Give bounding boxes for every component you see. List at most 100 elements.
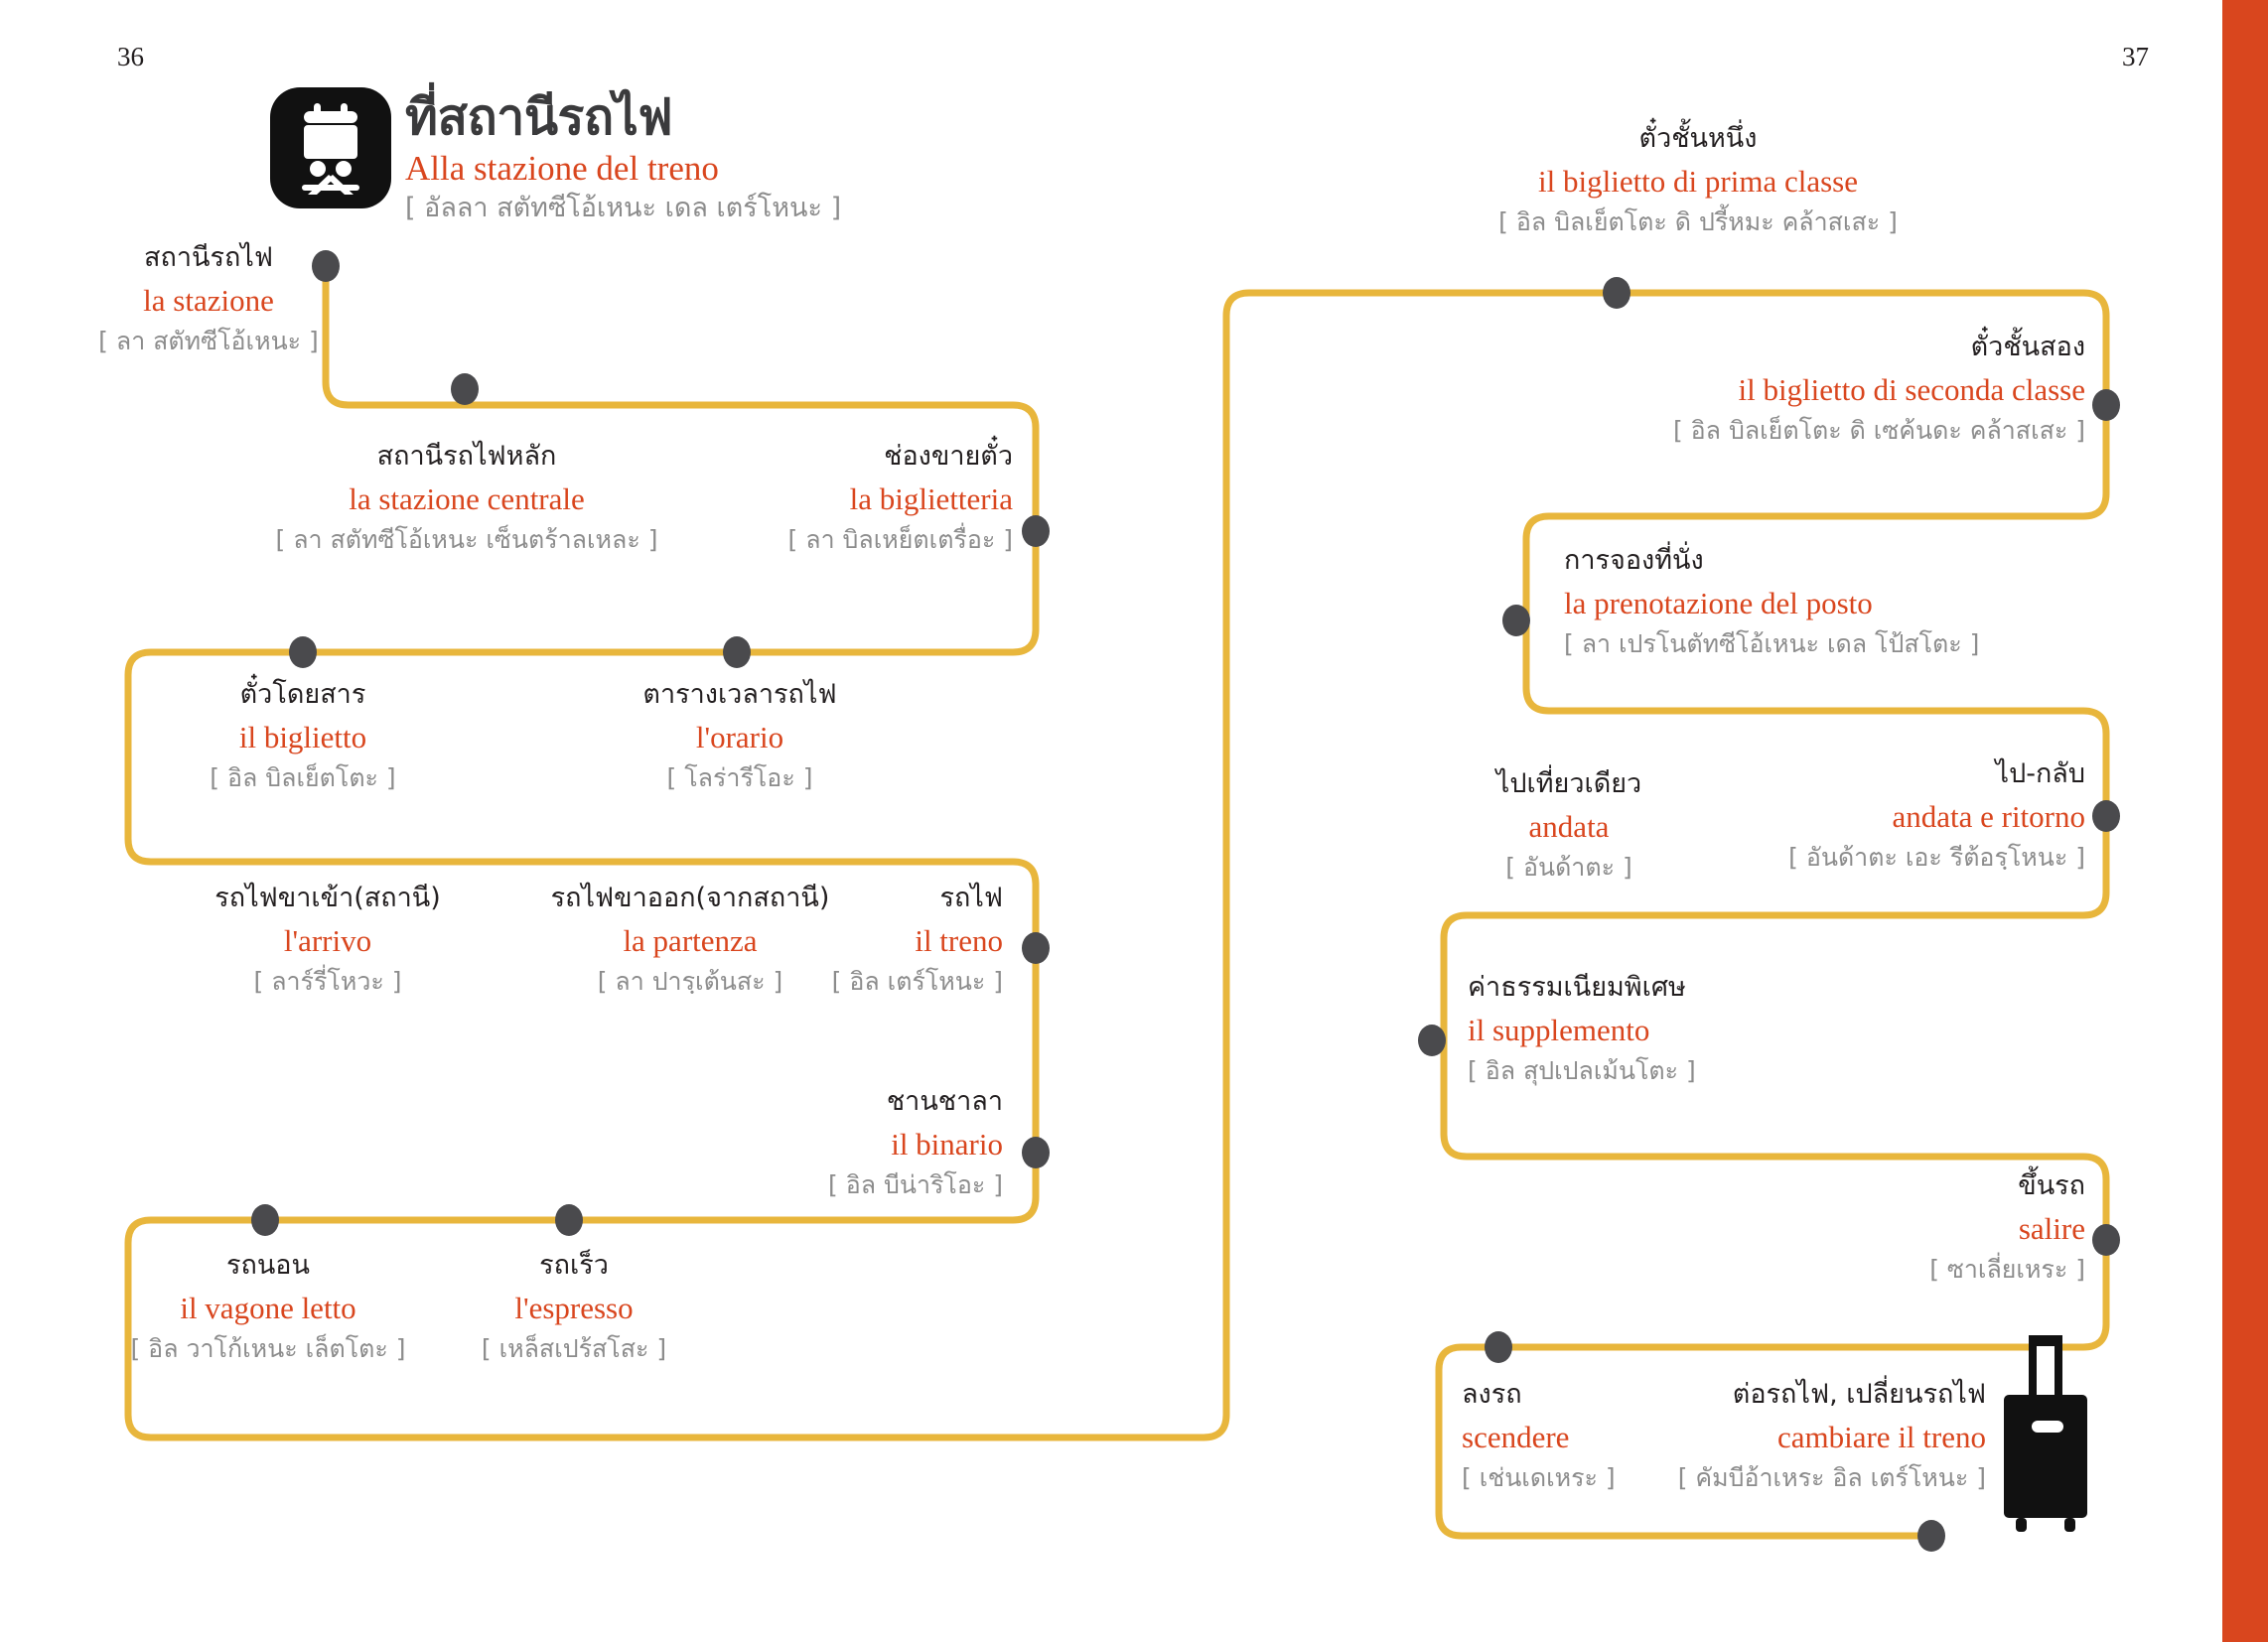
stop-dot bbox=[289, 636, 317, 668]
entry-thai: ไปเที่ยวเดียว bbox=[1495, 768, 1642, 799]
entry-transliteration: [ อิล บิลเย็ตโตะ ดิ เซค้นดะ คล้าสเสะ ] bbox=[1672, 416, 2085, 446]
entry-transliteration: [ อิล บิลเย็ตโตะ ดิ ปรี้หมะ คล้าสเสะ ] bbox=[1498, 207, 1898, 237]
stop-dot bbox=[1485, 1331, 1512, 1363]
entry-seconda-classe: ตั๋วชั้นสอง il biglietto di seconda clas… bbox=[1470, 328, 2085, 450]
entry-thai: ตั๋วชั้นหนึ่ง bbox=[1638, 123, 1758, 154]
stop-dot bbox=[1418, 1025, 1446, 1056]
entry-italian: salire bbox=[2018, 1210, 2085, 1246]
entry-salire: ขึ้นรถ salire [ ซาเลี่ยเหระ ] bbox=[1787, 1166, 2085, 1289]
stop-dot bbox=[1022, 932, 1050, 964]
page-title-transliteration: [ อัลลา สตัทซีโอ้เหนะ เดล เตร์โหนะ ] bbox=[405, 193, 842, 223]
entry-il-treno: รถไฟ il treno [ อิล เตร์โหนะ ] bbox=[755, 879, 1003, 1001]
entry-italian: l'espresso bbox=[514, 1290, 634, 1325]
entry-transliteration: [ อิล วาโก้เหนะ เล็ตโตะ ] bbox=[130, 1334, 406, 1364]
entry-transliteration: [ ลา สตัทซีโอ้เหนะ เซ็นตร้าลเหละ ] bbox=[275, 525, 658, 555]
entry-italian: il binario bbox=[891, 1126, 1003, 1162]
entry-il-binario: ชานชาลา il binario [ อิล บีน่าริโอะ ] bbox=[735, 1082, 1003, 1204]
stop-dot bbox=[2092, 389, 2120, 421]
entry-thai: สถานีรถไฟ bbox=[144, 242, 273, 273]
entry-transliteration: [ ลา บิลเหย็ตเตรื่อะ ] bbox=[787, 525, 1013, 555]
entry-thai: ต่อรถไฟ, เปลี่ยนรถไฟ bbox=[1732, 1379, 1986, 1410]
entry-italian: cambiare il treno bbox=[1776, 1419, 1986, 1454]
entry-italian: la stazione bbox=[143, 282, 274, 318]
entry-thai: ชานชาลา bbox=[886, 1086, 1003, 1117]
stop-dot bbox=[1022, 515, 1050, 547]
stop-dot bbox=[1917, 1520, 1945, 1552]
entry-thai: ค่าธรรมเนียมพิเศษ bbox=[1468, 972, 1686, 1003]
entry-cambiare-il-treno: ต่อรถไฟ, เปลี่ยนรถไฟ cambiare il treno [… bbox=[1589, 1375, 1986, 1497]
entry-il-supplemento: ค่าธรรมเนียมพิเศษ il supplemento [ อิล ส… bbox=[1468, 968, 1944, 1090]
page-title-italian: Alla stazione del treno bbox=[405, 148, 719, 188]
entry-thai: รถไฟ bbox=[939, 883, 1003, 913]
entry-transliteration: [ ลา สตัทซีโอ้เหนะ ] bbox=[98, 327, 319, 356]
entry-italian: la stazione centrale bbox=[349, 480, 585, 516]
stop-dot bbox=[555, 1204, 583, 1236]
page-edge-band bbox=[2222, 0, 2268, 1642]
entry-thai: รถไฟขาออก(จากสถานี) bbox=[550, 883, 830, 913]
entry-transliteration: [ อันด้าตะ เอะ รีต้อรฺโหนะ ] bbox=[1788, 843, 2085, 873]
entry-scendere: ลงรถ scendere [ เช่นเดเหระ ] bbox=[1462, 1375, 1740, 1497]
entry-transliteration: [ อันด้าตะ ] bbox=[1505, 853, 1632, 883]
entry-thai: ช่องขายตั๋ว bbox=[884, 441, 1013, 472]
entry-italian: il biglietto bbox=[238, 719, 367, 754]
entry-italian: il biglietto di prima classe bbox=[1538, 163, 1858, 199]
page-number-right: 37 bbox=[2122, 42, 2149, 71]
entry-transliteration: [ ลา ปารฺเต้นสะ ] bbox=[597, 967, 783, 997]
entry-transliteration: [ อิล เตร์โหนะ ] bbox=[831, 967, 1003, 997]
entry-thai: รถไฟขาเข้า(สถานี) bbox=[214, 883, 441, 913]
entry-thai: การจองที่นั่ง bbox=[1564, 545, 1704, 576]
entry-lorario: ตารางเวลารถไฟ l'orario [ โลร่ารีโอะ ] bbox=[581, 675, 899, 797]
entry-andata-e-ritorno: ไป-กลับ andata e ritorno [ อันด้าตะ เอะ … bbox=[1648, 754, 2085, 877]
entry-thai: ไป-กลับ bbox=[1995, 758, 2086, 789]
page-title-thai: ที่สถานีรถไฟ bbox=[405, 88, 673, 146]
entry-italian: il vagone letto bbox=[180, 1290, 356, 1325]
entry-transliteration: [ ลาร์รี่โหวะ ] bbox=[253, 967, 402, 997]
stop-dot bbox=[723, 636, 751, 668]
page-title-block: ที่สถานีรถไฟ Alla stazione del treno [ อ… bbox=[405, 91, 841, 223]
page-number-left: 36 bbox=[117, 42, 144, 71]
entry-transliteration: [ ลา เปรโนตัทซีโอ้เหนะ เดล โป้สโตะ ] bbox=[1564, 629, 1980, 659]
entry-thai: ลงรถ bbox=[1462, 1379, 1522, 1410]
entry-italian: la biglietteria bbox=[849, 480, 1013, 516]
stop-dot bbox=[451, 373, 479, 405]
entry-thai: ขึ้นรถ bbox=[2018, 1170, 2085, 1201]
entry-il-biglietto: ตั๋วโดยสาร il biglietto [ อิล บิลเย็ตโตะ… bbox=[144, 675, 462, 797]
entry-italian: la partenza bbox=[623, 922, 758, 958]
entry-italian: il treno bbox=[915, 922, 1003, 958]
stop-dot bbox=[2092, 800, 2120, 832]
entry-transliteration: [ อิล สุปเปลเม้นโตะ ] bbox=[1468, 1056, 1696, 1086]
entry-il-vagone-letto: รถนอน il vagone letto [ อิล วาโก้เหนะ เล… bbox=[104, 1246, 432, 1368]
entry-la-stazione-centrale: สถานีรถไฟหลัก la stazione centrale [ ลา … bbox=[248, 437, 685, 559]
entry-italian: la prenotazione del posto bbox=[1564, 585, 1873, 620]
entry-transliteration: [ อิล บิลเย็ตโตะ ] bbox=[210, 763, 396, 793]
entry-andata: ไปเที่ยวเดียว andata [ อันด้าตะ ] bbox=[1440, 764, 1698, 887]
entry-la-partenza: รถไฟขาออก(จากสถานี) la partenza [ ลา ปาร… bbox=[496, 879, 884, 1001]
entry-thai: รถเร็ว bbox=[539, 1250, 609, 1281]
stop-dot bbox=[1022, 1137, 1050, 1168]
stop-dot bbox=[2092, 1224, 2120, 1256]
entry-prima-classe: ตั๋วชั้นหนึ่ง il biglietto di prima clas… bbox=[1370, 119, 2026, 241]
entry-transliteration: [ โลร่ารีโอะ ] bbox=[666, 763, 813, 793]
entry-la-biglietteria: ช่องขายตั๋ว la biglietteria [ ลา บิลเหย็… bbox=[695, 437, 1013, 559]
entry-italian: andata e ritorno bbox=[1892, 798, 2085, 834]
entry-italian: scendere bbox=[1462, 1419, 1570, 1454]
entry-transliteration: [ อิล บีน่าริโอะ ] bbox=[828, 1170, 1003, 1200]
stop-dot bbox=[1502, 605, 1530, 636]
entry-thai: รถนอน bbox=[226, 1250, 310, 1281]
stop-dot bbox=[1603, 277, 1630, 309]
stop-dot bbox=[251, 1204, 279, 1236]
entry-larrivo: รถไฟขาเข้า(สถานี) l'arrivo [ ลาร์รี่โหวะ… bbox=[164, 879, 492, 1001]
train-icon bbox=[270, 87, 391, 208]
entry-italian: il supplemento bbox=[1468, 1012, 1650, 1047]
entry-italian: andata bbox=[1528, 808, 1610, 844]
entry-la-stazione: สถานีรถไฟ la stazione [ ลา สตัทซีโอ้เหนะ… bbox=[60, 238, 357, 360]
entry-italian: il biglietto di seconda classe bbox=[1738, 371, 2085, 407]
entry-thai: สถานีรถไฟหลัก bbox=[376, 441, 557, 472]
entry-transliteration: [ คัมบีอ้าเหระ อิล เตร์โหนะ ] bbox=[1677, 1463, 1986, 1493]
entry-lespresso: รถเร็ว l'espresso [ เหล็สเปร้สโสะ ] bbox=[440, 1246, 708, 1368]
suitcase-icon bbox=[1996, 1335, 2095, 1539]
entry-italian: l'orario bbox=[695, 719, 784, 754]
entry-transliteration: [ เช่นเดเหระ ] bbox=[1462, 1463, 1616, 1493]
entry-transliteration: [ ซาเลี่ยเหระ ] bbox=[1929, 1255, 2085, 1285]
